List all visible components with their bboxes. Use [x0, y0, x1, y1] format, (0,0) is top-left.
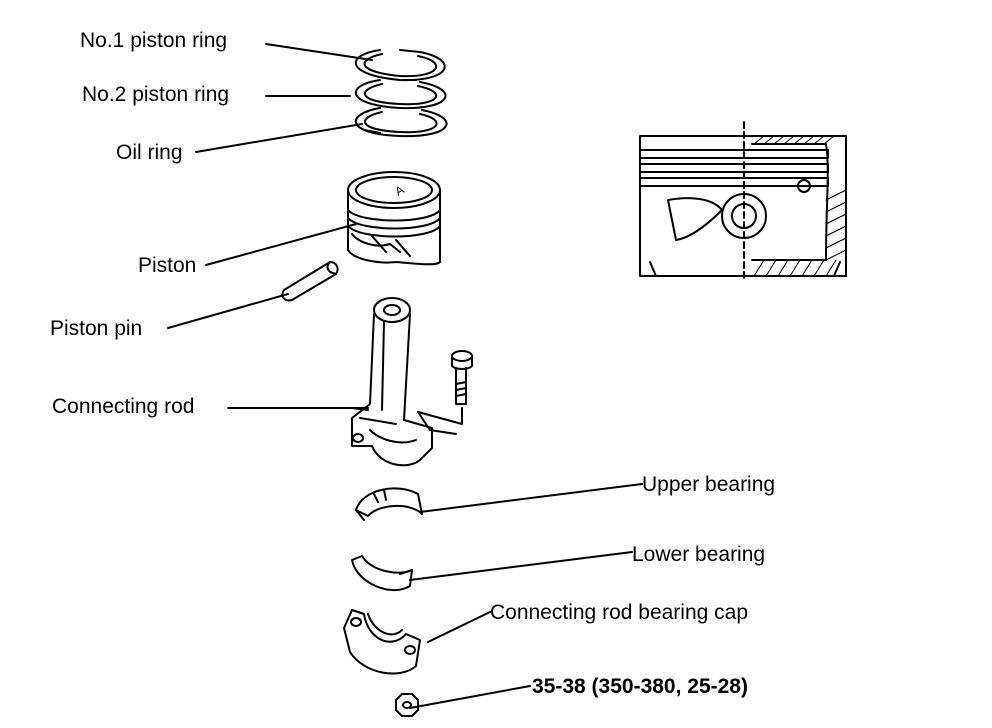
- leader-upper-bearing: [419, 483, 643, 513]
- no1-piston-ring-drawing: [354, 49, 446, 82]
- label-no1-piston-ring: No.1 piston ring: [80, 29, 228, 52]
- leader-torque-nut: [409, 685, 531, 709]
- nut-drawing: [395, 693, 419, 717]
- piston-crown-mark: A: [393, 182, 407, 198]
- lower-bearing-drawing: [351, 555, 413, 592]
- leader-oil-ring: [195, 123, 363, 153]
- leader-lower-bearing: [409, 551, 633, 581]
- no2-piston-ring-drawing: [354, 79, 447, 110]
- piston-cross-section-drawing: [639, 121, 847, 281]
- connecting-rod-bolt-drawing: [417, 350, 473, 435]
- label-connecting-rod-bearing-cap: Connecting rod bearing cap: [490, 601, 749, 624]
- label-upper-bearing: Upper bearing: [642, 473, 776, 496]
- upper-bearing-drawing: [355, 487, 423, 521]
- label-no2-piston-ring: No.2 piston ring: [82, 83, 230, 106]
- label-piston-pin: Piston pin: [50, 317, 143, 340]
- leader-piston-pin: [167, 293, 289, 329]
- leader-bearing-cap: [427, 611, 491, 643]
- label-torque-spec: 35-38 (350-380, 25-28): [532, 675, 748, 698]
- leader-no1-piston-ring: [265, 43, 373, 61]
- bearing-cap-drawing: [343, 609, 421, 675]
- label-connecting-rod: Connecting rod: [52, 395, 195, 418]
- leader-piston: [205, 223, 357, 266]
- oil-ring-drawing: [354, 107, 448, 138]
- cross-section-hatching: [753, 135, 847, 277]
- connecting-rod-drawing: [351, 297, 433, 467]
- label-piston: Piston: [138, 254, 197, 277]
- label-lower-bearing: Lower bearing: [632, 543, 766, 566]
- piston-pin-drawing: [281, 261, 339, 302]
- label-oil-ring: Oil ring: [116, 141, 183, 164]
- piston-drawing: [347, 171, 441, 266]
